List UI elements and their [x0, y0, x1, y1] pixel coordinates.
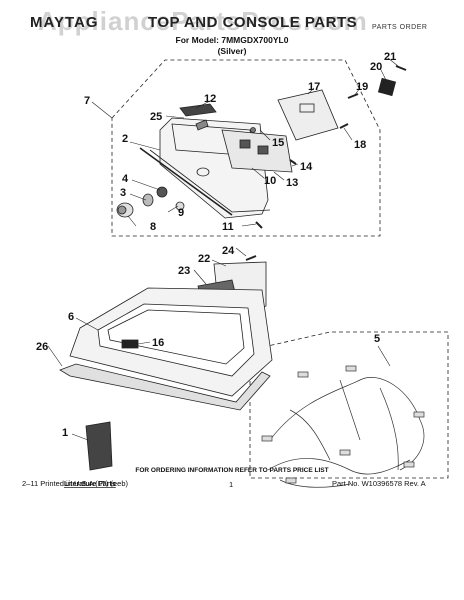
callout-11: 11	[222, 221, 234, 233]
knob-ring	[156, 186, 168, 198]
callout-19: 19	[356, 81, 368, 93]
screw-11	[255, 221, 263, 229]
callout-8: 8	[150, 221, 156, 233]
screw-24	[245, 255, 257, 261]
lid-label	[121, 339, 139, 349]
callout-16: 16	[152, 337, 164, 349]
screw-14	[289, 159, 297, 165]
user-interface-board	[221, 129, 293, 173]
callout-5: 5	[374, 333, 380, 345]
callout-18: 18	[354, 139, 366, 151]
literature-parts-label: Literature Parts	[64, 481, 116, 488]
screw-21	[395, 65, 407, 71]
callout-20: 20	[370, 61, 382, 73]
part-number: Part No. W10396578 Rev. A	[332, 479, 426, 488]
screw-18	[339, 123, 349, 129]
callout-13: 13	[286, 177, 298, 189]
callout-2: 2	[122, 133, 128, 145]
callout-25: 25	[150, 111, 162, 123]
page-number: 1	[229, 480, 234, 489]
model-number: For Model: 7MMGDX700YL0	[175, 35, 289, 45]
console-lens-strip	[139, 147, 233, 216]
callout-4: 4	[122, 173, 129, 185]
callout-26: 26	[36, 341, 48, 353]
ordering-info: FOR ORDERING INFORMATION REFER TO PARTS …	[135, 467, 329, 474]
harness-clip	[179, 103, 217, 117]
callout-9: 9	[178, 207, 184, 219]
top-panel-lid	[97, 303, 255, 377]
bracket-slot	[299, 103, 315, 113]
leader-lines	[47, 57, 399, 441]
callout-23: 23	[178, 265, 190, 277]
knob-spring	[142, 193, 154, 207]
wire-harness-boundary	[249, 331, 449, 479]
encoder-gasket	[175, 201, 185, 211]
console-assembly-boundary	[111, 59, 381, 237]
callout-22: 22	[198, 253, 210, 265]
callout-14: 14	[300, 161, 313, 173]
console-lower-trim	[149, 149, 271, 213]
parts-order-label: PARTS ORDER	[372, 24, 428, 31]
screw-19	[347, 93, 359, 99]
watermark: AppliancePartsPros.com	[38, 6, 368, 36]
callout-12: 12	[204, 93, 216, 105]
callout-7: 7	[84, 95, 90, 107]
plastic-cap	[377, 77, 397, 97]
callout-6: 6	[68, 311, 74, 323]
wire-harness	[261, 365, 425, 488]
lid-inner	[107, 309, 245, 365]
model-color: (Silver)	[217, 46, 247, 56]
literature-booklet	[85, 421, 113, 471]
callout-3: 3	[120, 187, 126, 199]
ui-board-screw	[250, 127, 256, 133]
top-gasket	[59, 363, 271, 411]
callout-1: 1	[62, 427, 68, 439]
callout-24: 24	[222, 245, 235, 257]
knob-face	[117, 205, 127, 215]
callout-10: 10	[264, 175, 276, 187]
ui-board-component	[257, 145, 269, 155]
callout-17: 17	[308, 81, 320, 93]
clip-bracket	[195, 119, 209, 131]
page-title: TOP AND CONSOLE PARTS	[148, 14, 358, 31]
brand-logo: MAYTAG	[30, 14, 99, 31]
callout-15: 15	[272, 137, 284, 149]
ui-board-component	[239, 139, 251, 149]
console-rear-bracket	[277, 89, 339, 141]
console-knob-hole	[196, 167, 210, 177]
printed-info: 2–11 Printed in U.S.A (LT) (eeb)	[22, 479, 129, 488]
callout-21: 21	[384, 51, 396, 63]
